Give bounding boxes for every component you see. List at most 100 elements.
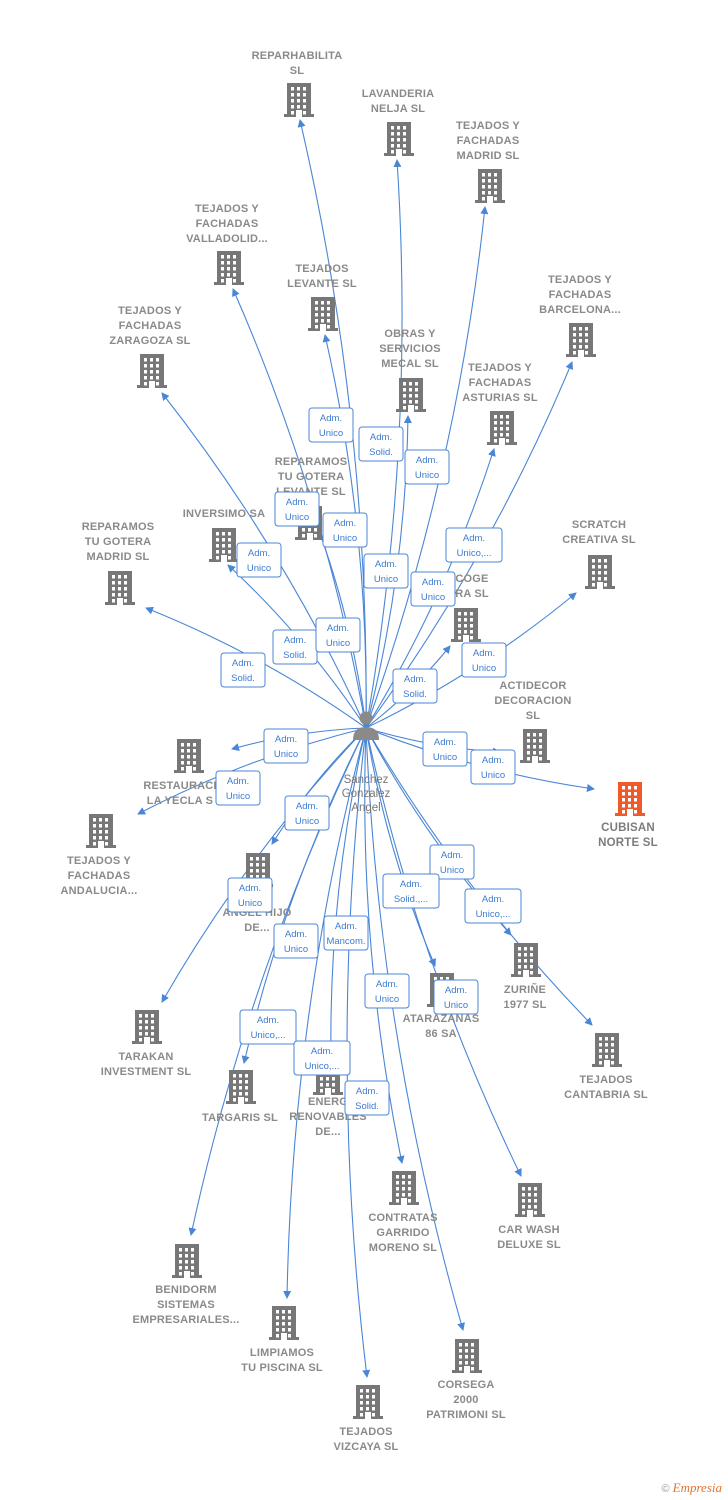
role-badge[interactable]: Adm.Unico,... (445, 527, 503, 563)
role-badge[interactable]: Adm.Unico (315, 617, 361, 653)
company-label: TU PISCINA SL (241, 1362, 323, 1374)
role-badge[interactable]: Adm.Unico (284, 795, 330, 831)
company-label: NORTE SL (598, 837, 658, 849)
role-badge[interactable]: Adm.Unico (410, 571, 456, 607)
badge-text: Adm. (370, 432, 392, 443)
badge-text: Unico (374, 574, 398, 585)
badge-text: Unico (433, 752, 457, 763)
company-label: ASTURIAS SL (462, 392, 538, 404)
badge-text: Adm. (334, 518, 356, 529)
badge-text: Adm. (482, 894, 504, 905)
company-node-tejados-andalucia[interactable]: TEJADOS YFACHADASANDALUCIA... (61, 814, 138, 897)
role-badge[interactable]: Adm.Unico,... (293, 1040, 351, 1076)
company-node-energ[interactable]: ENERGRENOVABLESDE... (289, 1061, 367, 1138)
role-badge[interactable]: Adm.Unico (215, 770, 261, 806)
role-badge[interactable]: Adm. Solid. (358, 426, 404, 462)
badge-text: Unico,... (251, 1030, 286, 1041)
company-node-benidorm[interactable]: BENIDORMSISTEMASEMPRESARIALES... (132, 1244, 239, 1326)
company-node-targaris[interactable]: TARGARIS SL (202, 1070, 278, 1124)
footer-brand[interactable]: © Empresia (661, 1480, 722, 1496)
badge-text: Unico (295, 816, 319, 827)
person-icon (353, 711, 379, 740)
badge-text: Adm. (400, 879, 422, 890)
role-badge[interactable]: Adm.Unico (273, 923, 319, 959)
role-badge[interactable]: Adm.Unico (274, 491, 320, 527)
role-badge[interactable]: Adm.Unico (363, 553, 409, 589)
role-badge[interactable]: Adm.Unico (433, 979, 479, 1015)
badge-text: Adm. (356, 1086, 378, 1097)
copyright-symbol: © (661, 1483, 670, 1495)
building-icon (475, 169, 505, 203)
badge-text: Adm. (227, 776, 249, 787)
company-label: BENIDORM (155, 1284, 217, 1296)
building-icon (389, 1171, 419, 1205)
badge-text: Adm. (376, 979, 398, 990)
company-label: GARRIDO (376, 1227, 430, 1239)
building-icon (566, 323, 596, 357)
role-badge[interactable]: Adm.Solid. (272, 629, 318, 665)
company-label: INVESTMENT SL (101, 1066, 192, 1078)
role-badge[interactable]: Adm.Solid.,... (382, 873, 440, 909)
role-badge[interactable]: Adm.Unico (364, 973, 410, 1009)
role-badge[interactable]: Adm.Unico (263, 728, 309, 764)
role-badge[interactable]: Adm.Unico (322, 512, 368, 548)
company-node-tejados-barcelona[interactable]: TEJADOS YFACHADASBARCELONA... (539, 274, 621, 357)
company-node-tejados-valladolid[interactable]: TEJADOS YFACHADASVALLADOLID... (186, 203, 268, 285)
role-badge[interactable]: Adm.Unico (461, 642, 507, 678)
role-badge[interactable]: Adm.Unico,... (464, 888, 522, 924)
role-badge[interactable]: Adm.Unico (404, 449, 450, 485)
role-badge[interactable]: Adm.Unico (422, 731, 468, 767)
role-badge[interactable]: Adm.Unico (470, 749, 516, 785)
role-badge[interactable]: Adm.Unico (308, 407, 354, 443)
role-badge[interactable]: Adm.Unico (227, 877, 273, 913)
company-label: TEJADOS (579, 1074, 632, 1086)
role-badge[interactable]: Adm.Unico (236, 542, 282, 578)
role-badge[interactable]: Adm.Solid. (220, 652, 266, 688)
company-label: LAVANDERIA (362, 88, 434, 100)
badge-text: Adm. (248, 548, 270, 559)
role-badge[interactable]: Adm.Mancom. (323, 915, 369, 951)
company-label: LA YECLA S (147, 795, 213, 807)
company-label: SISTEMAS (157, 1299, 215, 1311)
role-badge[interactable]: Adm.Solid. (392, 668, 438, 704)
role-badge[interactable]: Adm.Unico,... (239, 1009, 297, 1045)
company-label: VIZCAYA SL (334, 1441, 399, 1453)
company-label: DE... (244, 922, 269, 934)
company-label: REPARAMOS (82, 521, 155, 533)
company-label: CONTRATAS (368, 1212, 437, 1224)
company-label: FACHADAS (68, 870, 131, 882)
company-node-inversimo[interactable]: INVERSIMO SA (183, 508, 265, 562)
badge-text: Unico (326, 638, 350, 649)
role-badge[interactable]: Adm.Unico (429, 844, 475, 880)
company-label: MADRID SL (457, 150, 520, 162)
badge-text: Adm. (286, 497, 308, 508)
role-badge[interactable]: Adm.Solid. (344, 1080, 390, 1116)
company-label: 1977 SL (504, 999, 547, 1011)
badge-text: Solid. (369, 447, 393, 458)
badge-text: Adm. (422, 577, 444, 588)
badge-text: Adm. (463, 533, 485, 544)
